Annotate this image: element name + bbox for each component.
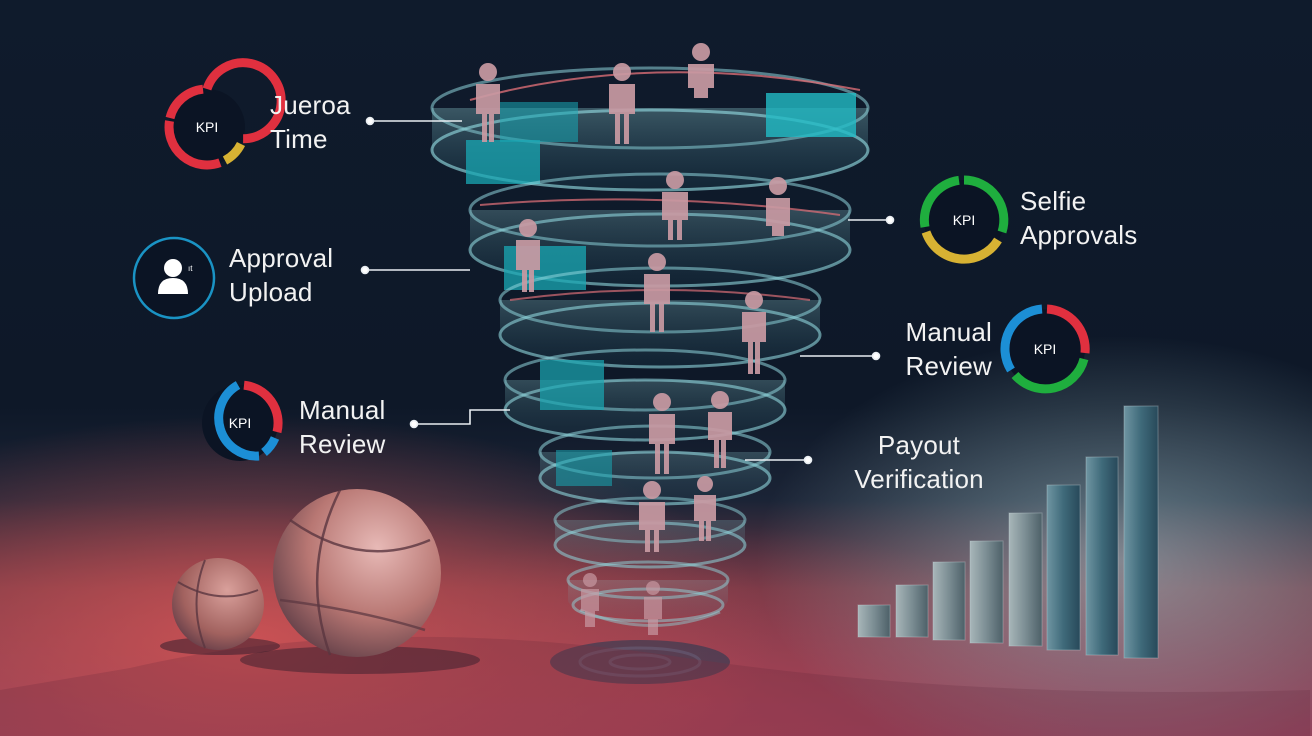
label-selfie-approvals: Selfie Approvals	[1020, 184, 1137, 252]
kpi-ring-label: KPI	[953, 212, 976, 228]
approval-upload-icon: ıt	[132, 236, 216, 320]
label-line: Jueroa	[270, 90, 351, 120]
label-line: Payout	[877, 430, 961, 460]
kpi-ring-label: KPI	[229, 415, 252, 431]
leader-lines	[360, 116, 895, 465]
kpi-ring-jueroa-time: KPI	[164, 58, 286, 170]
upload-mark: ıt	[188, 264, 193, 273]
label-jueroa-time: Jueroa Time	[270, 88, 351, 156]
label-line: Review	[299, 429, 386, 459]
label-manual-review-right: Manual Review	[880, 315, 992, 383]
floor-shadows	[0, 636, 1310, 736]
decorative-bar-columns	[857, 405, 1159, 659]
person-figure	[766, 177, 790, 236]
person-figure	[688, 43, 714, 98]
label-approval-upload: Approval Upload	[229, 241, 333, 309]
kpi-spiral	[430, 66, 870, 627]
person-figure	[476, 63, 500, 142]
person-figure	[662, 171, 688, 240]
label-line: Manual	[299, 395, 386, 425]
person-figure	[742, 291, 766, 374]
person-figure	[581, 573, 599, 627]
kpi-ring-label: KPI	[1034, 341, 1057, 357]
basketball-small	[160, 558, 280, 655]
person-figure	[644, 581, 662, 635]
label-line: Approvals	[1020, 220, 1138, 250]
person-figure	[644, 253, 670, 332]
kpi-ring-selfie-approvals: KPI	[919, 175, 1009, 264]
person-figure	[708, 391, 732, 468]
person-figure	[649, 393, 675, 474]
kpi-ring-manual-review-left: KPI	[202, 380, 283, 461]
kpi-ring-manual-review-right: KPI	[1000, 304, 1090, 394]
label-line: Time	[270, 124, 328, 154]
label-line: Review	[905, 351, 992, 381]
label-line: Approval	[229, 243, 334, 273]
person-figure	[516, 219, 540, 292]
label-manual-review-left: Manual Review	[299, 393, 385, 461]
person-figure	[609, 63, 635, 144]
person-figure	[639, 481, 665, 552]
person-figure	[694, 476, 716, 541]
label-line: Verification	[854, 464, 984, 494]
kpi-ring-label: KPI	[196, 119, 219, 135]
label-payout-verification: Payout Verification	[836, 428, 1002, 496]
people-figures	[476, 43, 790, 635]
basketball-large	[240, 489, 480, 674]
label-line: Selfie	[1020, 186, 1087, 216]
label-line: Upload	[229, 277, 313, 307]
label-line: Manual	[905, 317, 992, 347]
